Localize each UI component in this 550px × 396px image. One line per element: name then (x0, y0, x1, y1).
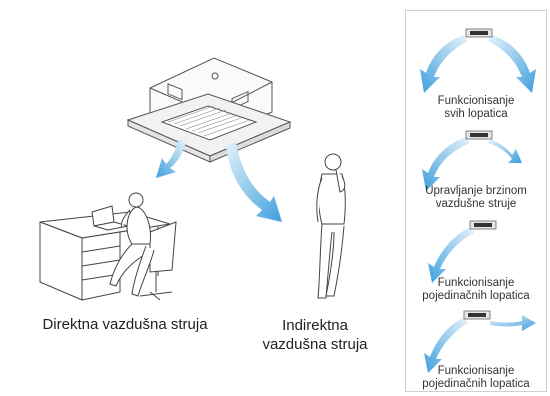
mode-label-2-line2: vazdušne struje (435, 198, 517, 210)
mode-label-4-line1: Funkcionisanje (437, 365, 515, 377)
mode-label-1: Funkcionisanje svih lopatica (406, 95, 546, 121)
indirect-airflow-caption: Indirektna vazdušna struja (250, 316, 380, 354)
mode-label-3-line2: pojedinačnih lopatica (422, 290, 530, 302)
man-on-phone-icon (316, 153, 346, 299)
mode-label-3: Funkcionisanje pojedinačnih lopatica (406, 277, 546, 303)
mode-label-1-line2: svih lopatica (444, 108, 508, 120)
direct-airflow-caption: Direktna vazdušna struja (42, 316, 208, 333)
main-illustration (39, 57, 346, 301)
airflow-modes-diagram (420, 28, 536, 373)
mode-all-louvers-icon (420, 28, 536, 93)
mode-label-4: Funkcionisanje pojedinačnih lopatica (406, 365, 546, 391)
airflow-arrow-icon (156, 140, 282, 222)
airflow-modes-panel: Funkcionisanje svih lopatica Upravljanje… (405, 10, 547, 392)
mode-label-2-line1: Upravljanje brzinom (425, 185, 527, 197)
mode-label-2: Upravljanje brzinom vazdušne struje (406, 185, 546, 211)
woman-on-phone-icon (109, 192, 177, 301)
cassette-ac-unit-icon (126, 57, 292, 163)
mode-airflow-speed-icon (422, 130, 522, 191)
mode-label-4-line2: pojedinačnih lopatica (422, 378, 530, 390)
mode-individual-louvers-icon (428, 220, 497, 283)
mode-individual-louvers-2-icon (424, 310, 536, 373)
mode-label-1-line1: Funkcionisanje (437, 95, 515, 107)
mode-label-3-line1: Funkcionisanje (437, 277, 515, 289)
indirect-caption-line2: vazdušna struja (262, 336, 368, 353)
indirect-caption-line1: Indirektna (282, 317, 348, 334)
